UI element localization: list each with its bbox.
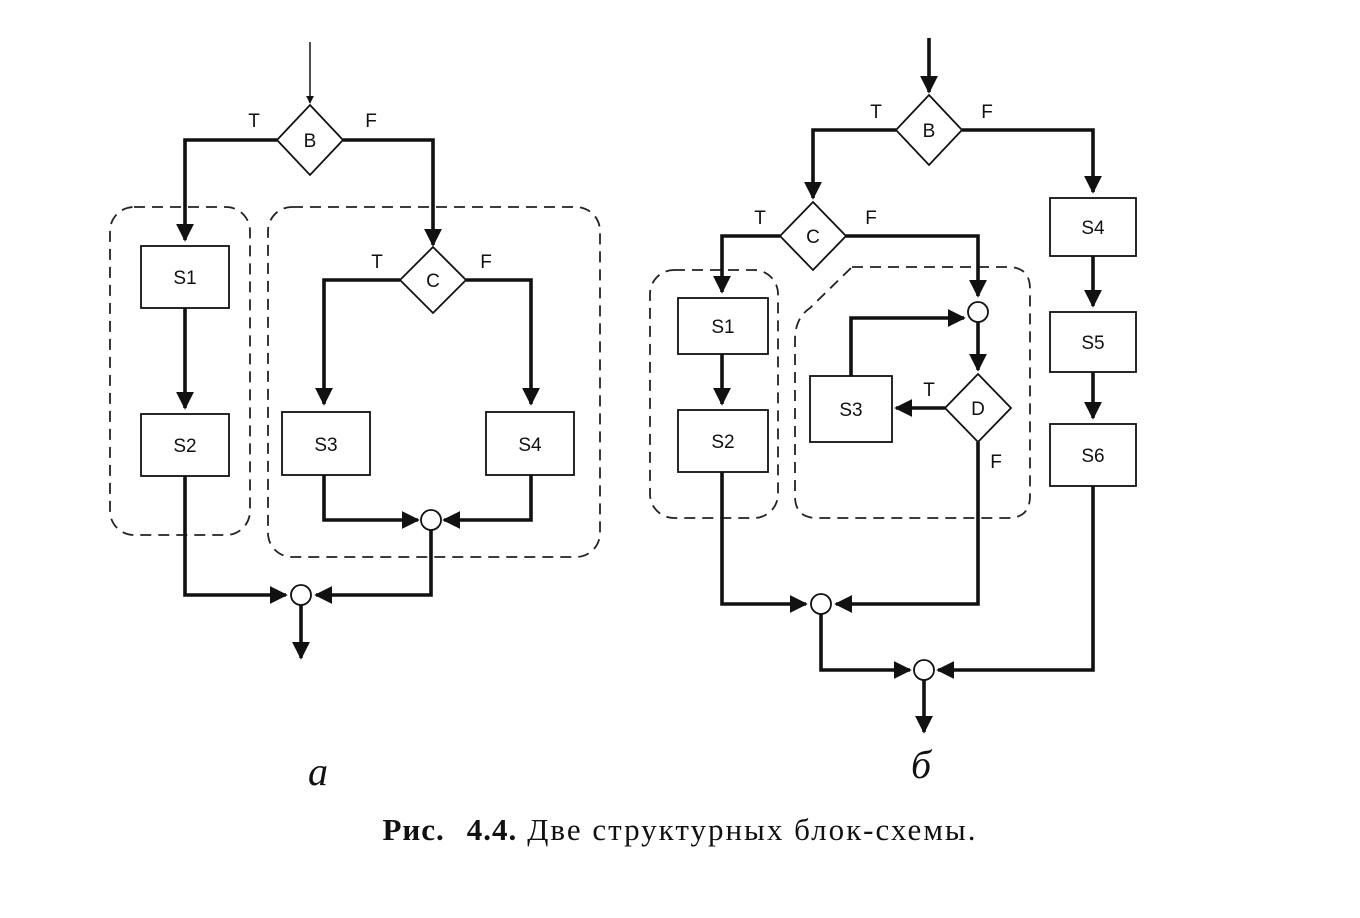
- block-s5-b: [1049, 311, 1137, 373]
- edge-d-false: [834, 442, 980, 613]
- edge-b-true: [176, 138, 277, 242]
- decision-c-2: [778, 200, 848, 272]
- dashed-group-d: [794, 266, 1031, 519]
- dashed-group-right: [267, 206, 601, 558]
- edge-s3-loop: [849, 309, 966, 376]
- block-s1: [140, 245, 230, 309]
- block-s4-b: [1049, 197, 1137, 257]
- block-s3-b-label: S3: [839, 400, 862, 421]
- caption-text: Две структурных блок-схемы.: [527, 812, 978, 847]
- join-node-final-b: [913, 659, 935, 681]
- block-s4-b-label: S4: [1081, 218, 1105, 239]
- b-true-label: T: [248, 111, 260, 132]
- edge-s2-final: [183, 476, 288, 604]
- dashed-group-left: [109, 206, 251, 536]
- block-s3-label: S3: [314, 435, 337, 456]
- join-node-middle: [810, 593, 832, 615]
- diagram-b: B T F C T F S1 S2 D T F S3 S4 S5: [649, 38, 1137, 787]
- edge-b2-false: [962, 128, 1102, 194]
- edge-c2-true: [713, 234, 780, 294]
- d-true-label: T: [923, 380, 935, 401]
- b2-false-label: F: [981, 102, 993, 123]
- diagram-a: B T F S1 S2 C T F S3 S4 а: [109, 42, 601, 794]
- c2-false-label: F: [865, 208, 877, 229]
- c-true-label: T: [371, 252, 383, 273]
- decision-b: [275, 103, 345, 177]
- block-s2-b-label: S2: [711, 432, 734, 453]
- block-s4-label: S4: [518, 435, 542, 456]
- block-s3-b: [809, 375, 893, 443]
- edge-inner-final: [314, 530, 433, 604]
- decision-b-2-label: B: [923, 121, 936, 142]
- block-s3: [281, 411, 371, 476]
- edge-b-false: [343, 138, 442, 247]
- edge-c-false: [466, 278, 540, 406]
- edge-middle-final: [819, 614, 912, 679]
- edge-s6-final: [936, 486, 1095, 679]
- decision-c-label: C: [426, 271, 440, 292]
- block-s6-b: [1049, 423, 1137, 487]
- join-node-final: [290, 584, 312, 606]
- c2-true-label: T: [754, 208, 766, 229]
- block-s2-label: S2: [173, 436, 196, 457]
- c-false-label: F: [480, 252, 492, 273]
- decision-b-2: [894, 93, 964, 167]
- block-s4: [485, 411, 575, 476]
- block-s1-label: S1: [173, 268, 196, 289]
- edge-b2-true: [804, 128, 896, 200]
- block-s2: [140, 413, 230, 477]
- b-false-label: F: [365, 111, 377, 132]
- edge-s4-join: [442, 475, 533, 529]
- block-s6-b-label: S6: [1081, 446, 1104, 467]
- loop-join-node: [967, 301, 989, 323]
- join-node-inner: [420, 509, 442, 531]
- edge-c2-false: [846, 234, 987, 298]
- caption-number: 4.4.: [466, 812, 518, 847]
- diagram-a-sublabel: а: [308, 749, 328, 794]
- b2-true-label: T: [870, 102, 882, 123]
- dashed-group-s1-s2: [649, 269, 779, 519]
- edge-s2-join-b: [720, 472, 808, 613]
- block-s5-b-label: S5: [1081, 333, 1104, 354]
- decision-c: [398, 245, 468, 315]
- diagram-b-sublabel: б: [911, 742, 933, 787]
- decision-c-2-label: C: [806, 227, 820, 248]
- figure-caption: Рис. 4.4. Две структурных блок-схемы.: [0, 812, 1360, 848]
- decision-b-label: B: [304, 131, 317, 152]
- block-s1-b: [677, 297, 769, 355]
- caption-lead: Рис.: [382, 812, 445, 847]
- edge-c-true: [315, 278, 400, 406]
- decision-d-label: D: [971, 399, 985, 420]
- d-false-label: F: [990, 452, 1002, 473]
- edge-s3-join: [322, 475, 420, 529]
- block-s1-b-label: S1: [711, 317, 734, 338]
